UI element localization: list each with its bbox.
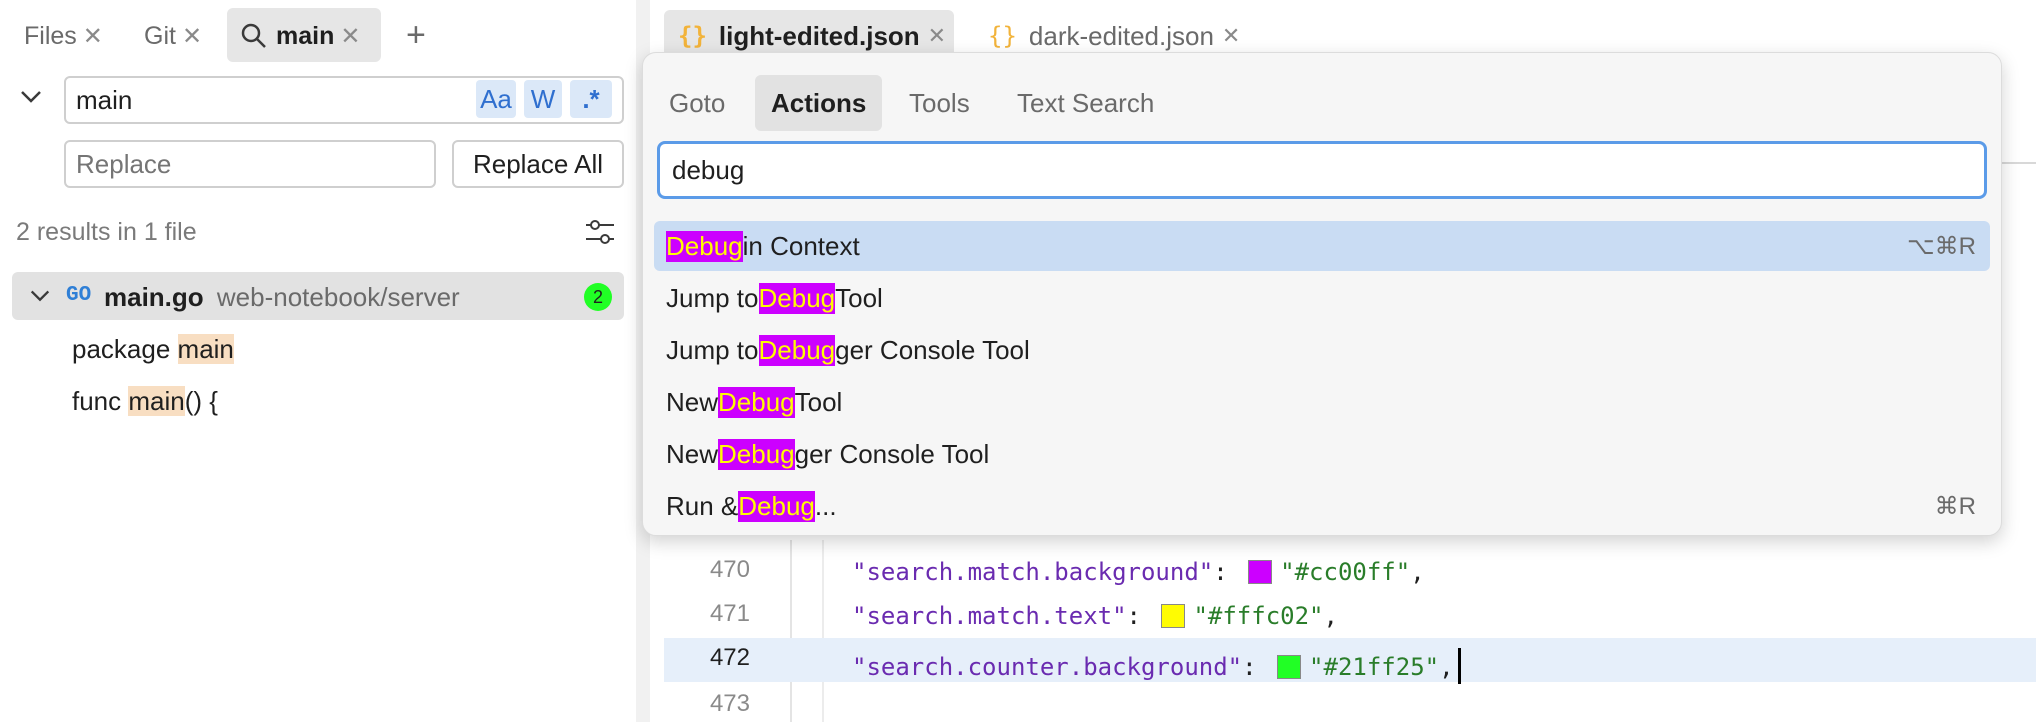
search-panel: Files ✕ Git ✕ main ✕ + main Aa W .* Repl… bbox=[0, 0, 636, 722]
code-line[interactable]: "search.match.text": "#fffc02", bbox=[852, 602, 1338, 630]
json-value: "#cc00ff" bbox=[1280, 558, 1411, 586]
keyboard-shortcut: ⌥⌘R bbox=[1907, 232, 1976, 260]
tab-search-main[interactable] bbox=[227, 8, 381, 62]
close-icon[interactable]: ✕ bbox=[927, 23, 947, 48]
line-number: 471 bbox=[709, 600, 750, 627]
close-icon[interactable]: ✕ bbox=[181, 22, 203, 50]
item-text: New bbox=[666, 438, 719, 469]
json-key: "search.match.text" bbox=[852, 602, 1127, 630]
item-text: Jump to bbox=[666, 334, 759, 365]
whole-word-toggle[interactable]: W bbox=[524, 80, 562, 118]
item-text: ger Console Tool bbox=[794, 438, 990, 469]
code-line[interactable]: "search.counter.background": "#21ff25", bbox=[852, 648, 1461, 684]
palette-item[interactable]: Run & Debug... ⌘R bbox=[654, 481, 1990, 531]
new-tab-plus-icon[interactable]: + bbox=[406, 16, 426, 54]
line-number: 470 bbox=[709, 556, 750, 583]
file-path: web-notebook/server bbox=[216, 282, 460, 312]
file-result-row[interactable] bbox=[12, 272, 624, 320]
palette-item[interactable]: Jump to Debug Tool bbox=[654, 273, 1990, 323]
match-count-badge: 2 bbox=[584, 283, 612, 311]
tab-search-content[interactable]: main ✕ bbox=[240, 14, 360, 58]
palette-search-input[interactable]: debug bbox=[657, 141, 1987, 199]
match-highlight: Debug bbox=[758, 282, 836, 314]
palette-tab-tools[interactable]: Tools bbox=[909, 87, 970, 118]
json-value: "#21ff25" bbox=[1309, 653, 1440, 681]
json-file-icon: {} bbox=[678, 22, 707, 50]
match-line-text: package bbox=[72, 334, 178, 364]
color-swatch[interactable] bbox=[1248, 560, 1273, 584]
item-text: Jump to bbox=[666, 282, 759, 313]
match-line[interactable]: func main() { bbox=[72, 386, 218, 417]
item-text: New bbox=[666, 386, 719, 417]
search-icon bbox=[241, 23, 266, 48]
color-swatch[interactable] bbox=[1161, 604, 1186, 628]
palette-query: debug bbox=[672, 154, 745, 185]
go-file-icon: GO bbox=[66, 284, 92, 307]
tab-search-label: main bbox=[276, 21, 335, 50]
json-file-icon: {} bbox=[988, 22, 1017, 50]
palette-item[interactable]: Debug in Context ⌥⌘R bbox=[654, 221, 1990, 271]
editor-tab-dark[interactable]: {} dark-edited.json ✕ bbox=[988, 10, 1240, 62]
match-highlight: Debug bbox=[738, 490, 815, 522]
match-highlight: Debug bbox=[718, 438, 795, 470]
match-highlight: main bbox=[128, 386, 185, 416]
palette-tab-text-search[interactable]: Text Search bbox=[1017, 87, 1155, 118]
filter-options-icon[interactable] bbox=[584, 216, 616, 253]
match-highlight: main bbox=[177, 334, 234, 364]
palette-tab-goto[interactable]: Goto bbox=[669, 87, 726, 118]
editor-tab-label: light-edited.json bbox=[718, 20, 920, 51]
tab-files-label: Files bbox=[24, 21, 77, 50]
match-highlight: Debug bbox=[718, 386, 795, 418]
match-case-toggle[interactable]: Aa bbox=[476, 80, 516, 118]
palette-item[interactable]: New Debug Tool bbox=[654, 377, 1990, 427]
line-number: 472 bbox=[709, 644, 750, 671]
match-highlight: Debug bbox=[758, 334, 836, 366]
close-icon[interactable]: ✕ bbox=[82, 22, 103, 50]
file-result-text: main.go web-notebook/server bbox=[104, 282, 460, 313]
json-key: "search.counter.background" bbox=[852, 653, 1243, 681]
replace-input[interactable] bbox=[64, 140, 436, 188]
json-key: "search.match.background" bbox=[852, 558, 1214, 586]
code-line[interactable]: "search.match.background": "#cc00ff", bbox=[852, 558, 1425, 586]
color-swatch[interactable] bbox=[1277, 655, 1302, 679]
tab-git-label: Git bbox=[144, 21, 176, 50]
close-icon[interactable]: ✕ bbox=[1221, 23, 1241, 48]
match-line-text: () { bbox=[184, 386, 218, 416]
match-highlight: Debug bbox=[666, 230, 743, 262]
file-name: main.go bbox=[104, 282, 204, 312]
json-value: "#fffc02" bbox=[1193, 602, 1324, 630]
collapse-chevron-icon[interactable] bbox=[28, 284, 52, 313]
item-text: ... bbox=[814, 490, 837, 521]
match-line-text: func bbox=[72, 386, 129, 416]
gutter-border bbox=[790, 540, 792, 722]
editor-separator bbox=[2000, 162, 2036, 164]
line-number: 473 bbox=[709, 690, 750, 717]
item-text: Run & bbox=[666, 490, 739, 521]
editor-tab-label: dark-edited.json bbox=[1028, 20, 1214, 51]
results-summary: 2 results in 1 file bbox=[16, 218, 197, 246]
command-palette: Goto Actions Tools Text Search debug Deb… bbox=[642, 52, 2002, 536]
text-cursor bbox=[1457, 648, 1461, 684]
tab-files[interactable]: Files ✕ bbox=[24, 14, 103, 58]
item-text: Tool bbox=[794, 386, 843, 417]
current-line-highlight bbox=[664, 638, 2036, 682]
tab-git[interactable]: Git ✕ bbox=[144, 14, 202, 58]
keyboard-shortcut: ⌘R bbox=[1934, 492, 1976, 520]
item-text: Tool bbox=[835, 282, 883, 313]
match-line[interactable]: package main bbox=[72, 334, 234, 365]
palette-tab-actions[interactable]: Actions bbox=[755, 75, 883, 131]
item-text: ger Console Tool bbox=[835, 334, 1030, 365]
indent-guide bbox=[822, 540, 824, 722]
close-icon[interactable]: ✕ bbox=[340, 22, 361, 50]
collapse-chevron-icon[interactable] bbox=[18, 84, 44, 115]
search-input-value: main bbox=[76, 84, 133, 115]
regex-toggle[interactable]: .* bbox=[570, 80, 612, 118]
item-text: in Context bbox=[742, 230, 860, 261]
editor-tab-light[interactable]: {} light-edited.json ✕ bbox=[678, 10, 946, 62]
replace-all-button[interactable]: Replace All bbox=[452, 140, 624, 188]
